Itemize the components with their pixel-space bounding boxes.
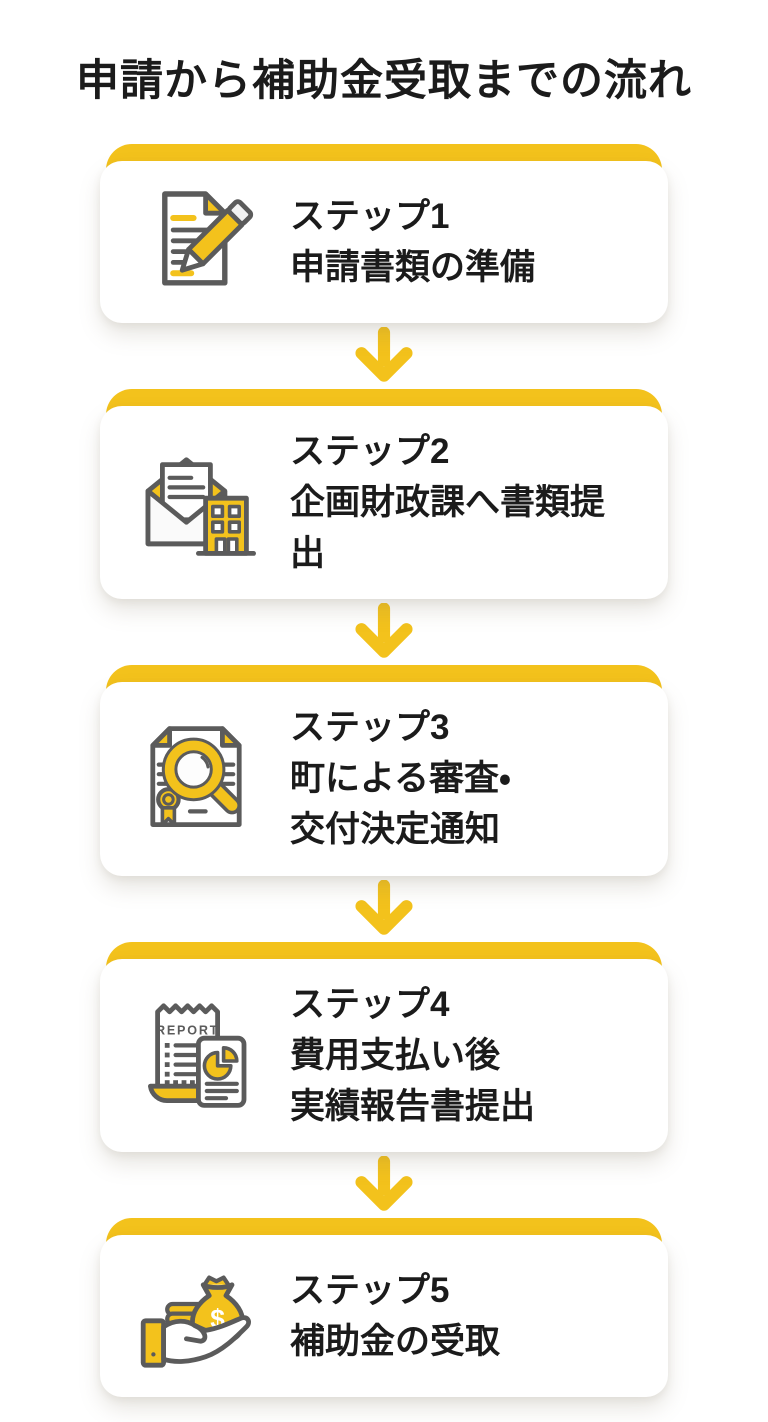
step-card-1: ステップ1 申請書類の準備 [100,144,668,323]
step-card-4: REPORT [100,941,668,1152]
certificate-magnifier-icon [130,718,262,840]
receipt-report-icon: REPORT [130,994,262,1116]
moneybag-hand-icon: $ [130,1255,262,1377]
down-arrow-icon [100,325,668,387]
down-arrow-icon [100,1154,668,1216]
document-pencil-icon [130,181,262,303]
down-arrow-icon [100,878,668,940]
step-text: ステップ1 申請書類の準備 [290,196,536,287]
down-arrow-icon [100,601,668,663]
step-text: ステップ2 企画財政課へ書類提出 [290,432,606,574]
step-card-5: $ ステップ5 補助金の受取 [100,1217,668,1397]
step-card-2: ステップ2 企画財政課へ書類提出 [100,389,668,600]
receipt-report-label: REPORT [156,1024,219,1038]
step-text: ステップ5 補助金の受取 [290,1270,501,1361]
page-title: 申請から補助金受取までの流れ [76,57,692,105]
step-text: ステップ3 町による審査・ 交付決定通知 [290,708,511,850]
card-body: ステップ2 企画財政課へ書類提出 [100,406,668,600]
step-card-3: ステップ3 町による審査・ 交付決定通知 [100,665,668,876]
card-body: REPORT [100,958,668,1152]
envelope-building-icon [130,442,262,564]
step-text: ステップ4 費用支払い後 実績報告書提出 [290,984,536,1126]
card-body: ステップ3 町による審査・ 交付決定通知 [100,682,668,876]
card-body: $ ステップ5 補助金の受取 [100,1234,668,1397]
card-body: ステップ1 申請書類の準備 [100,161,668,323]
flow-diagram: ステップ1 申請書類の準備 [100,144,668,1397]
